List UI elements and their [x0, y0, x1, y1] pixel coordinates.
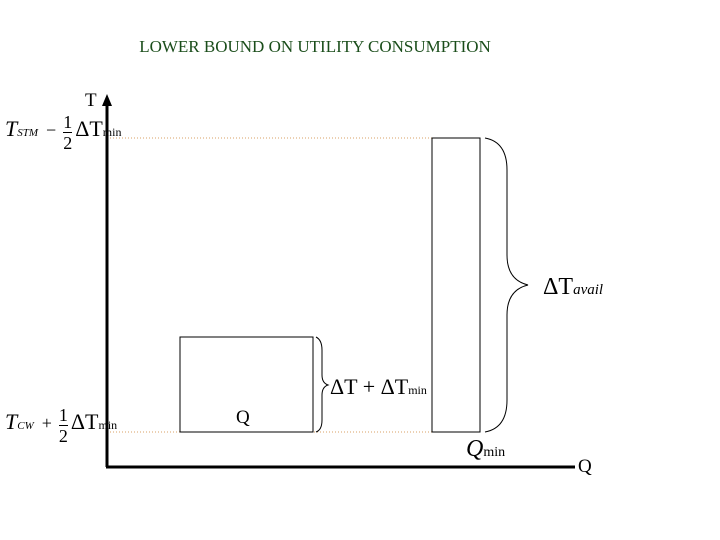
big-brace-label: ΔTavail: [543, 274, 604, 300]
tall-box-label: Qmin: [466, 436, 506, 462]
t-axis-arrow: [102, 94, 112, 106]
diagram-title: LOWER BOUND ON UTILITY CONSUMPTION: [139, 37, 491, 56]
q-axis-label: Q: [578, 456, 592, 477]
small-box-label: Q: [236, 407, 250, 428]
small-brace: [315, 336, 330, 433]
tall-box: [431, 137, 481, 433]
big-brace: [484, 137, 529, 433]
t-axis-label: T: [85, 90, 97, 111]
small-brace-label: ΔT + ΔTmin: [330, 374, 427, 399]
small-box: [179, 336, 314, 433]
